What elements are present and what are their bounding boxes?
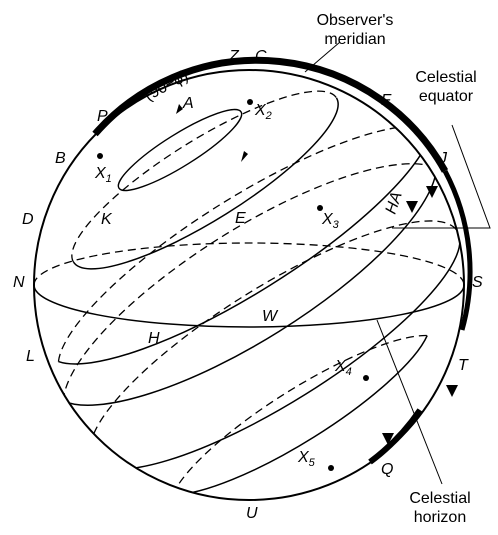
arrow-meridian-right [426, 186, 438, 198]
arrow-ha [406, 201, 418, 213]
label-q: Q [381, 461, 393, 478]
label-observers-meridian-line1: Observer's [317, 12, 394, 29]
leader-equator [392, 124, 491, 229]
label-s: S [472, 274, 483, 291]
arrow-x5 [382, 433, 394, 445]
label-celestial-horizon-line1: Celestial [409, 490, 470, 507]
celestial-equator-front [62, 167, 438, 406]
label-l: L [26, 348, 35, 365]
label-u: U [246, 505, 258, 522]
label-h: H [148, 330, 160, 347]
leader-horizon [376, 319, 443, 485]
label-x4: X4 [334, 358, 352, 378]
meridian-arc-right [442, 169, 473, 331]
leader-meridian [304, 41, 341, 73]
diurnal-circle-x1 [117, 108, 243, 192]
diurnal-circle-x4-back [89, 220, 458, 460]
label-b: B [55, 150, 66, 167]
label-x5: X5 [297, 449, 316, 469]
arrow-x1 [176, 104, 183, 114]
label-celestial-horizon-line2: horizon [414, 509, 466, 526]
label-z: Z [228, 48, 240, 65]
celestial-equator-back [62, 163, 437, 402]
label-t: T [458, 357, 469, 374]
label-celestial-equator-line1: Celestial [415, 69, 476, 86]
label-j: J [438, 150, 448, 167]
label-p: P [97, 108, 108, 125]
label-ha: HA [383, 190, 406, 216]
celestial-horizon-back [34, 242, 464, 286]
star-x1-point [97, 153, 103, 159]
diurnal-circle-x2-back [71, 90, 337, 263]
label-w: W [262, 308, 279, 325]
diurnal-circle-x5-front [172, 335, 428, 496]
label-x1: X1 [94, 165, 112, 185]
diurnal-circle-x5-back [172, 334, 428, 495]
diurnal-circle-x2-front [72, 97, 339, 270]
label-n: N [13, 274, 25, 291]
label-celestial-equator-line2: equator [419, 88, 474, 105]
star-x3-point [317, 205, 323, 211]
label-e: E [235, 210, 246, 227]
label-f: F [381, 92, 392, 109]
star-x4-point [363, 375, 369, 381]
label-a: A [182, 95, 194, 112]
star-x5-point [328, 465, 334, 471]
diurnal-circle-x3-back [57, 125, 432, 362]
celestial-horizon-front [34, 284, 464, 328]
star-x2-point [247, 99, 253, 105]
label-d: D [22, 211, 34, 228]
diurnal-circle-x3-front [58, 128, 433, 365]
label-k: K [101, 211, 113, 228]
meridian-arc-lower [368, 408, 423, 465]
arrow-x2 [241, 151, 248, 162]
label-x3: X3 [321, 211, 340, 231]
label-c: C [255, 48, 267, 65]
label-x2: X2 [254, 102, 272, 122]
arrow-x4 [446, 385, 458, 397]
label-observers-meridian-line2: meridian [324, 31, 385, 48]
meridian-arc-upper [92, 56, 449, 173]
